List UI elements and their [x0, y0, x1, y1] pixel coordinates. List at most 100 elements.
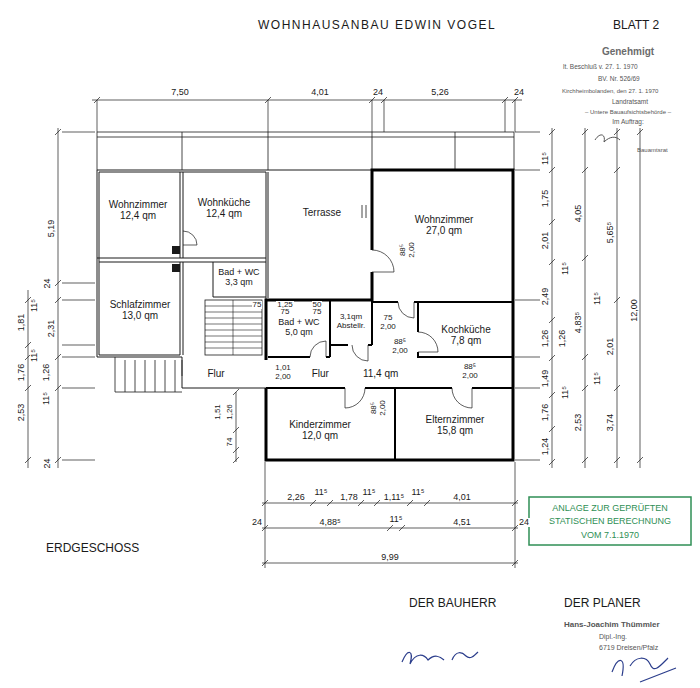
room-label: Flur 11,4 qm	[308, 367, 402, 380]
opening-size: 1,26	[226, 403, 234, 421]
plan-lines	[25, 97, 691, 682]
room-area: 13,0 qm	[122, 310, 158, 321]
room-name: Wohnküche	[198, 197, 251, 208]
check-stamp: STATISCHEN BERECHNUNG	[548, 517, 672, 526]
dimension-label: 1,26	[43, 362, 52, 382]
room-label: Schlafzimmer13,0 qm	[106, 298, 174, 322]
room-area: Abstellr.	[337, 322, 365, 331]
approval-stamp: Im Auftrag:	[611, 119, 644, 126]
dimension-label: 11⁵	[561, 384, 570, 399]
dimension-label: 4,05	[575, 203, 584, 223]
dimension-label: 1,26	[559, 328, 568, 348]
planner-stamp: 6719 Dreisen/Pfalz	[598, 644, 659, 651]
dimension-label: 2,31	[48, 318, 57, 338]
signature	[612, 658, 676, 682]
room-label: Kinderzimmer12,0 qm	[286, 418, 355, 442]
opening-size: 88⁵	[393, 338, 407, 346]
room-name: Schlafzimmer	[110, 299, 171, 310]
room-label: Terrasse	[299, 206, 345, 219]
opening-size: 1,51	[214, 403, 222, 421]
approval-stamp: BV. Nr. 526/69	[597, 76, 641, 83]
dimension-label: 4,88⁵	[318, 518, 341, 527]
dimension-label: 2,01	[542, 230, 551, 250]
dimension-label: 11⁵	[313, 488, 328, 497]
stair-steps	[205, 300, 262, 355]
dimension-label: 11⁵	[361, 488, 376, 497]
dimension-label: 11⁵	[541, 150, 550, 165]
room-area: 12,4 qm	[206, 208, 242, 219]
dimension-label: 2,53	[18, 402, 27, 422]
dimension-label: 12,00	[630, 298, 639, 323]
dimension-label: 11⁵	[410, 488, 425, 497]
signature-caption: DER PLANER	[563, 597, 642, 609]
dimension-label: 11⁵	[561, 260, 570, 275]
opening-size: 74	[226, 437, 234, 448]
dimension-label: 11⁵	[42, 390, 51, 405]
dimension-label: 3,74	[607, 412, 616, 432]
opening-size: 75	[383, 314, 394, 322]
dimension-label: 11⁵	[593, 370, 602, 385]
opening-size: 2,00	[379, 399, 387, 417]
dimension-label: 24	[513, 88, 525, 97]
opening-size: 88⁵	[399, 243, 407, 257]
staircase	[205, 300, 262, 355]
check-stamp-frame	[529, 497, 691, 545]
opening-size: 2,00	[379, 323, 397, 331]
entrance-steps	[115, 357, 182, 392]
dimension-label: 1,78	[339, 493, 359, 502]
extension-outer-wall	[266, 170, 513, 460]
dimension-label: 1,26	[542, 328, 551, 348]
dimension-label: 1,49	[542, 368, 551, 388]
room-area: 27,0 qm	[426, 225, 462, 236]
room-name: Wohnzimmer	[109, 199, 168, 210]
check-stamp: ANLAGE ZUR GEPRÜFTEN	[551, 504, 669, 513]
signature-caption: DER BAUHERR	[408, 597, 497, 609]
room-area: 15,8 qm	[437, 425, 473, 436]
room-name: Flur	[312, 368, 329, 379]
opening-size: 2,00	[461, 372, 479, 380]
approval-stamp: lt. Beschluß v. 27. 1. 1970	[562, 64, 639, 71]
extension-inner-wall	[266, 300, 513, 460]
approval-stamp: Landratsamt	[611, 99, 649, 106]
dimension-label: 5,26	[430, 88, 450, 97]
door-swing	[182, 231, 472, 408]
planner-stamp: Hans-Joachim Thümmler	[563, 621, 661, 629]
room-name: Wohnzimmer	[415, 214, 474, 225]
dimension-label: 2,26	[286, 493, 306, 502]
approval-stamp: – Untere Bauaufsichtsbehörde –	[584, 109, 672, 115]
room-label: Kochküche7,8 qm	[438, 323, 495, 347]
dimension-line	[92, 97, 522, 132]
room-label: Wohnküche12,4 qm	[194, 196, 254, 220]
room-label: Elternzimmer15,8 qm	[422, 413, 488, 437]
room-name: Kinderzimmer	[289, 419, 351, 430]
dimension-label: 9,99	[380, 553, 400, 562]
dimension-label: 1,11⁵	[383, 493, 406, 502]
opening-size: 88⁵	[463, 363, 477, 371]
dimension-label: 11⁵	[30, 297, 39, 312]
opening-size: 2,00	[274, 373, 292, 381]
room-label: Flur	[204, 367, 229, 380]
dimension-label: 24	[372, 88, 384, 97]
opening-size: 2,00	[391, 347, 409, 355]
room-name: Terrasse	[303, 207, 341, 218]
chimney	[172, 264, 180, 272]
room-area: 7,8 qm	[451, 335, 482, 346]
room-label: Wohnzimmer12,4 qm	[105, 198, 171, 222]
room-name: Flur	[207, 368, 224, 379]
roof-overhang	[97, 132, 514, 170]
room-area: 12,0 qm	[302, 430, 338, 441]
dimension-label: 24	[518, 518, 530, 527]
opening-size: 1,01	[274, 364, 292, 372]
dimension-label: 24	[42, 457, 51, 469]
chimney	[172, 246, 180, 254]
room-name: Bad + WC	[218, 268, 259, 278]
dimension-label: 1,81	[18, 312, 27, 332]
sheet-number: BLATT 2	[612, 19, 660, 31]
dimension-label: 24	[42, 277, 51, 289]
drawing-title: WOHNHAUSANBAU EDWIN VOGEL	[258, 19, 496, 31]
room-name: Kochküche	[441, 324, 490, 335]
room-area: 11,4 qm	[363, 368, 398, 379]
approval-stamp: Bauamtsrat	[636, 147, 669, 153]
